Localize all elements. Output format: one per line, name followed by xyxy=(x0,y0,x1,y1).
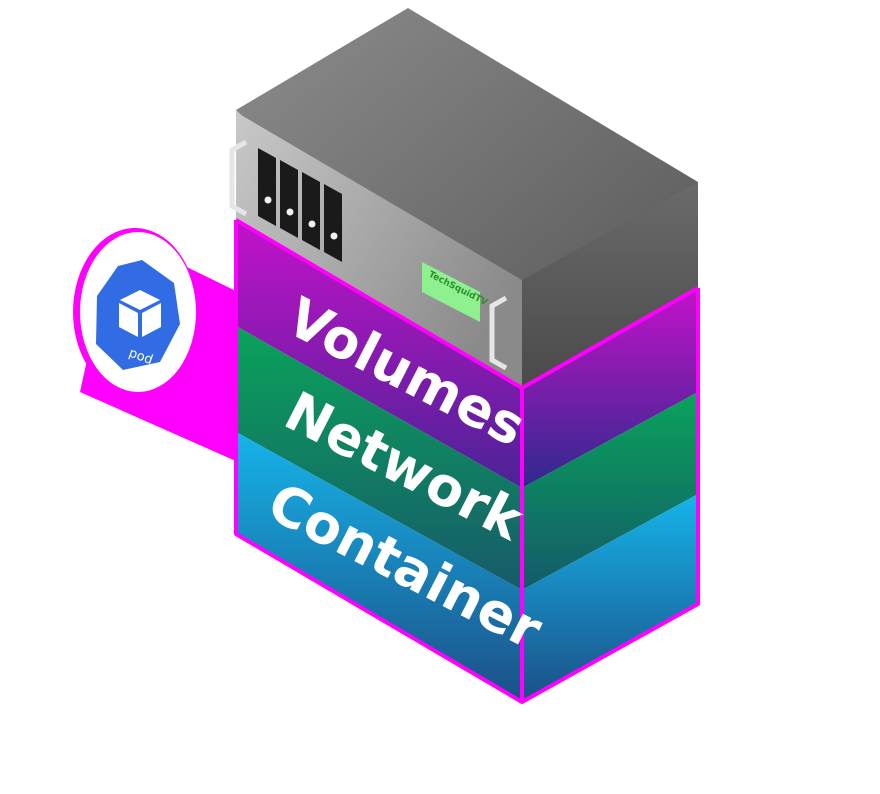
rack-handle-right xyxy=(489,295,508,371)
layer-network-side xyxy=(522,392,698,590)
layer-container-front xyxy=(236,432,522,702)
layer-volumes-front xyxy=(236,220,522,488)
stack-outline-top xyxy=(234,218,699,390)
layer-volumes-side xyxy=(522,288,698,488)
pod-badge: pod xyxy=(73,228,197,396)
rack-handle-left xyxy=(229,139,248,217)
drive-bays xyxy=(258,148,342,262)
layer-network-front xyxy=(236,326,522,590)
kubernetes-pod-cube-icon xyxy=(119,290,161,337)
layer-container-side xyxy=(522,494,698,702)
server-side-face xyxy=(522,182,698,388)
